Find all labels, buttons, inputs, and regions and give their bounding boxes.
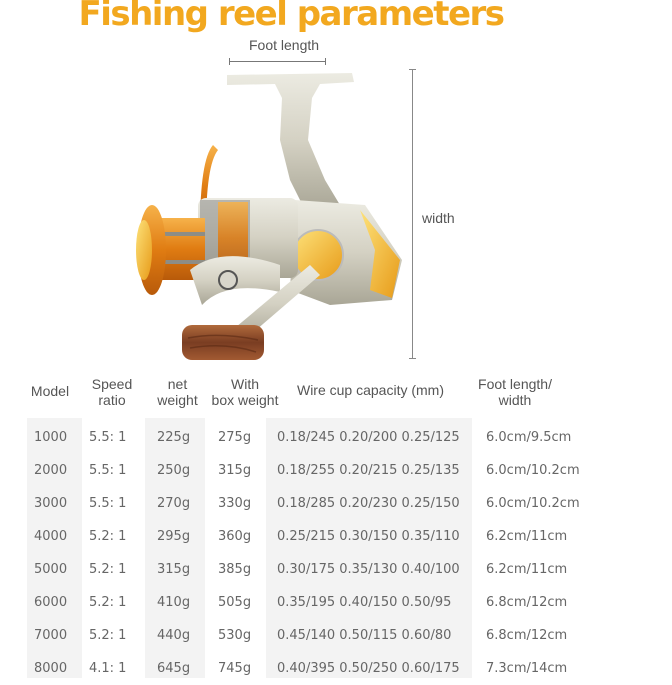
table-row: 6000 5.2: 1 410g 505g 0.35/195 0.40/150 0.50… (0, 586, 672, 619)
cell-model: 6000 (34, 595, 68, 610)
cell-net-weight: 225g (157, 430, 191, 445)
header-box-weight: With box weight (205, 376, 285, 408)
cell-net-weight: 270g (157, 496, 191, 511)
cell-model: 7000 (34, 628, 68, 643)
cell-wire-cup: 0.45/140 0.50/115 0.60/80 (277, 628, 452, 643)
cell-net-weight: 295g (157, 529, 191, 544)
header-foot-length-width: Foot length/ width (470, 376, 560, 408)
cell-box-weight: 385g (218, 562, 252, 577)
wire-cup-column-shade (266, 418, 472, 678)
table-row: 8000 4.1: 1 645g 745g 0.40/395 0.50/250 0.60… (0, 652, 672, 685)
cell-speed-ratio: 5.5: 1 (89, 430, 127, 445)
cell-speed-ratio: 5.5: 1 (89, 496, 127, 511)
width-label: width (422, 210, 455, 226)
cell-speed-ratio: 5.2: 1 (89, 562, 127, 577)
cell-model: 5000 (34, 562, 68, 577)
cell-net-weight: 440g (157, 628, 191, 643)
header-box-weight-line1: With (231, 376, 259, 392)
cell-net-weight: 410g (157, 595, 191, 610)
model-column-shade (27, 418, 82, 678)
cell-model: 8000 (34, 661, 68, 676)
cell-foot-length-width: 6.2cm/11cm (486, 562, 568, 577)
cell-foot-length-width: 6.0cm/9.5cm (486, 430, 572, 445)
cell-wire-cup: 0.18/285 0.20/230 0.25/150 (277, 496, 460, 511)
header-foot-line1: Foot length/ (478, 376, 552, 392)
cell-speed-ratio: 4.1: 1 (89, 661, 127, 676)
cell-foot-length-width: 6.2cm/11cm (486, 529, 568, 544)
page-title: Fishing reel parameters (78, 0, 505, 34)
cell-wire-cup: 0.40/395 0.50/250 0.60/175 (277, 661, 460, 676)
cell-wire-cup: 0.35/195 0.40/150 0.50/95 (277, 595, 452, 610)
table-row: 7000 5.2: 1 440g 530g 0.45/140 0.50/115 0.60… (0, 619, 672, 652)
cell-box-weight: 275g (218, 430, 252, 445)
cell-wire-cup: 0.18/245 0.20/200 0.25/125 (277, 430, 460, 445)
cell-box-weight: 315g (218, 463, 252, 478)
cell-foot-length-width: 7.3cm/14cm (486, 661, 568, 676)
table-row: 3000 5.5: 1 270g 330g 0.18/285 0.20/230 0.25… (0, 487, 672, 520)
header-speed-ratio-line1: Speed (91, 376, 133, 392)
header-net-weight-line1: net (167, 376, 188, 392)
fishing-reel-image (136, 73, 402, 360)
header-speed-ratio: Speed ratio (82, 376, 142, 408)
cell-speed-ratio: 5.2: 1 (89, 628, 127, 643)
cell-foot-length-width: 6.0cm/10.2cm (486, 463, 580, 478)
width-dimension-line (409, 69, 416, 359)
cell-speed-ratio: 5.2: 1 (89, 529, 127, 544)
cell-box-weight: 530g (218, 628, 252, 643)
header-net-weight: net weight (150, 376, 205, 408)
cell-wire-cup: 0.25/215 0.30/150 0.35/110 (277, 529, 460, 544)
header-net-weight-line2: weight (157, 392, 198, 408)
cell-foot-length-width: 6.8cm/12cm (486, 595, 568, 610)
header-model: Model (30, 383, 70, 399)
cell-foot-length-width: 6.0cm/10.2cm (486, 496, 580, 511)
cell-model: 3000 (34, 496, 68, 511)
cell-box-weight: 745g (218, 661, 252, 676)
foot-length-dimension-line (229, 58, 326, 65)
table-row: 4000 5.2: 1 295g 360g 0.25/215 0.30/150 0.35… (0, 520, 672, 553)
table-row: 5000 5.2: 1 315g 385g 0.30/175 0.35/130 0.40… (0, 553, 672, 586)
cell-model: 1000 (34, 430, 68, 445)
cell-box-weight: 505g (218, 595, 252, 610)
cell-net-weight: 250g (157, 463, 191, 478)
header-wire-cup: Wire cup capacity (mm) (296, 382, 445, 398)
cell-wire-cup: 0.18/255 0.20/215 0.25/135 (277, 463, 460, 478)
header-foot-line2: width (498, 392, 532, 408)
table-row: 2000 5.5: 1 250g 315g 0.18/255 0.20/215 0.25… (0, 454, 672, 487)
cell-foot-length-width: 6.8cm/12cm (486, 628, 568, 643)
cell-net-weight: 645g (157, 661, 191, 676)
cell-net-weight: 315g (157, 562, 191, 577)
cell-model: 2000 (34, 463, 68, 478)
cell-box-weight: 330g (218, 496, 252, 511)
cell-box-weight: 360g (218, 529, 252, 544)
header-speed-ratio-line2: ratio (98, 392, 126, 408)
cell-speed-ratio: 5.2: 1 (89, 595, 127, 610)
cell-speed-ratio: 5.5: 1 (89, 463, 127, 478)
cell-wire-cup: 0.30/175 0.35/130 0.40/100 (277, 562, 460, 577)
table-row: 1000 5.5: 1 225g 275g 0.18/245 0.20/200 0.25… (0, 421, 672, 454)
cell-model: 4000 (34, 529, 68, 544)
header-box-weight-line2: box weight (211, 392, 279, 408)
net-weight-column-shade (145, 418, 205, 678)
foot-length-label: Foot length (249, 37, 320, 53)
